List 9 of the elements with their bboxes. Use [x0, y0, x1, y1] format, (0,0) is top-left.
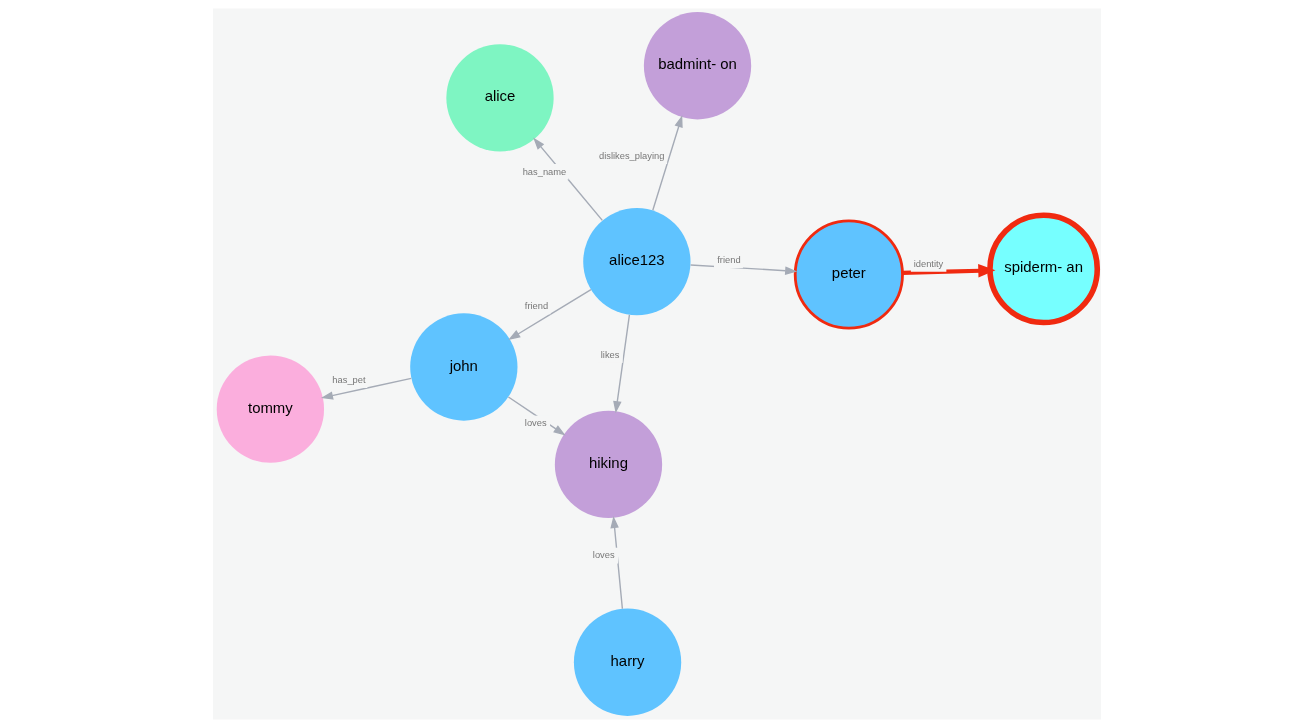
edge-label: friend	[717, 254, 741, 265]
edge-label: has_name	[522, 166, 567, 177]
edge-label: friend	[524, 301, 549, 312]
edge-label: has_pet	[332, 374, 366, 385]
edge-label: dislikes_playing	[599, 150, 665, 161]
edge-label: loves	[524, 418, 547, 429]
edge-label: identity	[913, 258, 944, 269]
edge-label: likes	[600, 349, 620, 360]
edge-label: loves	[592, 550, 615, 561]
